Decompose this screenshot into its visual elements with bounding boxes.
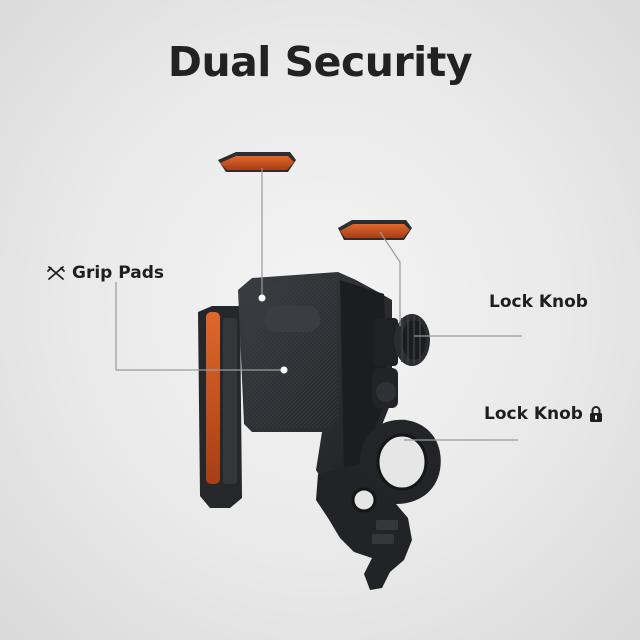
floating-grip-pad-top [218,152,296,172]
handlebar-clamp [360,419,441,504]
callout-lock-knob-bottom: Lock Knob [484,404,603,424]
crossed-tools-icon [47,266,65,280]
grip-pads-label: Grip Pads [72,263,165,283]
leader-dot-top-pad [258,294,266,302]
lock-knob-top-label: Lock Knob [489,292,588,312]
left-clamp-arm [198,306,242,508]
callout-grip-pads: Grip Pads [46,263,164,283]
leader-dot-grip-pads [280,366,288,374]
callout-lock-knob-top: Lock Knob [489,292,588,312]
leader-right-pad [379,231,401,326]
floating-grip-pad-right [338,220,412,240]
lock-knob-bottom-label: Lock Knob [484,404,583,424]
lock-knob-side [374,314,430,366]
padlock-icon [589,406,602,422]
ball-joint [372,368,398,408]
lower-bracket [316,466,412,590]
page-title: Dual Security [167,38,473,86]
leader-grip-pads [115,282,284,371]
leader-lines [115,168,522,441]
